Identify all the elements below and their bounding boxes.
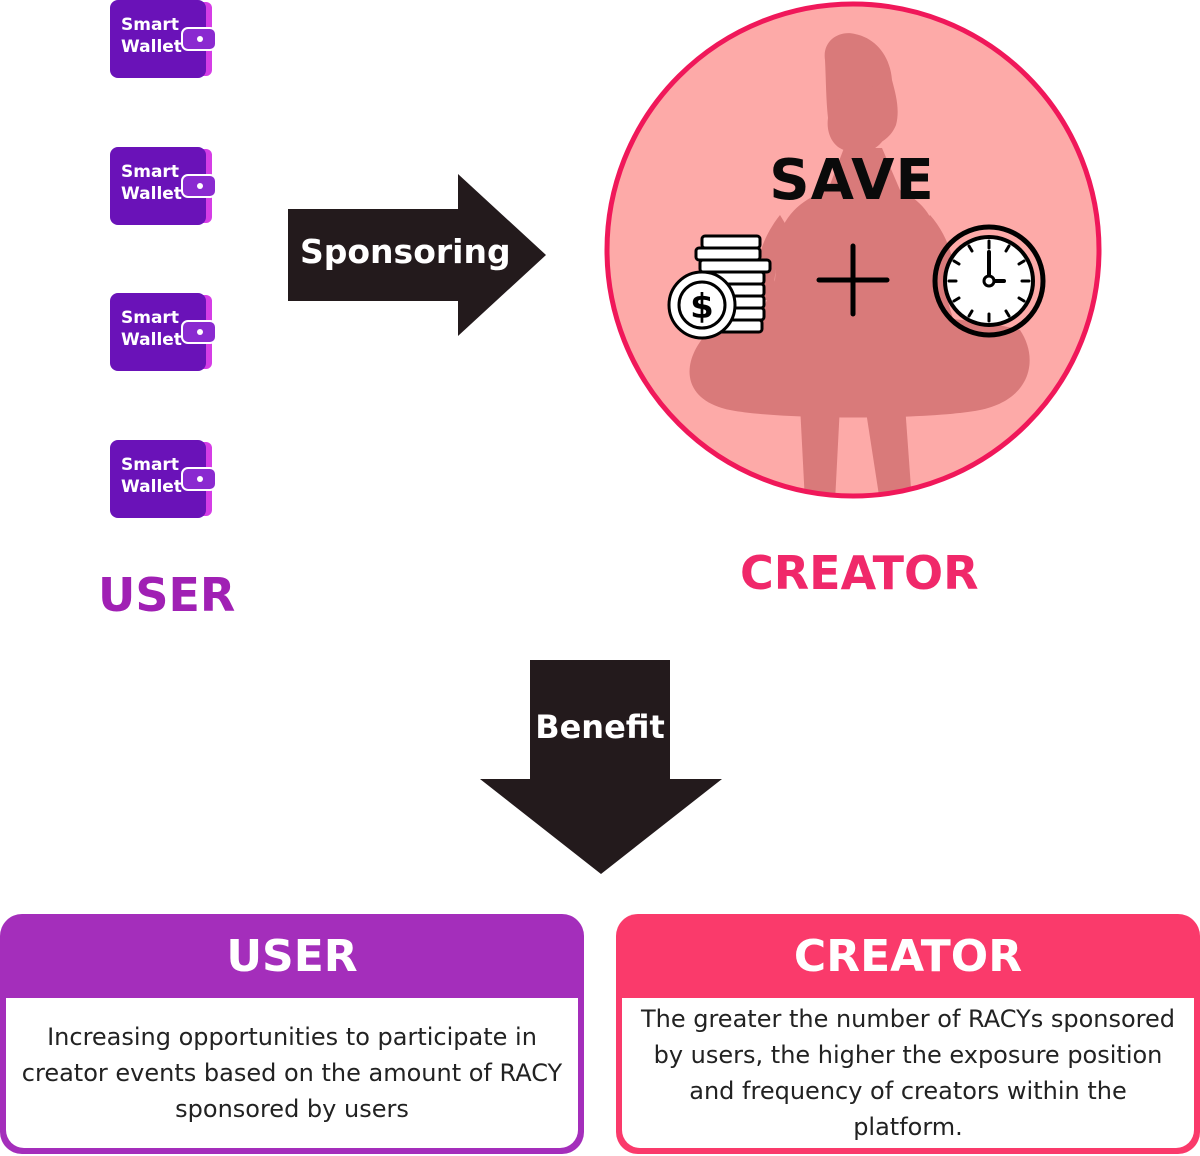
sponsoring-arrow xyxy=(288,174,546,336)
wallet-icon xyxy=(110,440,217,518)
wallet-icon xyxy=(110,147,217,225)
wallet-line2: Wallet xyxy=(121,184,182,204)
creator-card-body: The greater the number of RACYs sponsore… xyxy=(622,998,1194,1148)
wallet-line1: Smart xyxy=(121,455,179,475)
smart-wallet-1: Smart Wallet xyxy=(110,0,220,80)
wallet-line1: Smart xyxy=(121,15,179,35)
creator-circle: $ xyxy=(604,1,1102,499)
benefit-arrow xyxy=(480,660,722,874)
svg-text:$: $ xyxy=(690,287,714,327)
smart-wallet-3: Smart Wallet xyxy=(110,293,220,373)
user-card-body: Increasing opportunities to participate … xyxy=(6,998,578,1148)
plus-icon xyxy=(816,243,890,317)
wallet-line2: Wallet xyxy=(121,37,182,57)
creator-label: CREATOR xyxy=(740,546,979,600)
coins-dollar-icon: $ xyxy=(667,234,772,340)
creator-benefit-card: CREATOR The greater the number of RACYs … xyxy=(616,914,1200,1154)
clock-icon xyxy=(932,224,1046,338)
wallet-icon xyxy=(110,293,217,371)
wallet-icon xyxy=(110,0,217,78)
wallet-line1: Smart xyxy=(121,308,179,328)
sponsoring-label: Sponsoring xyxy=(300,232,511,271)
wallet-line2: Wallet xyxy=(121,477,182,497)
creator-silhouette xyxy=(689,33,1030,496)
user-card-title: USER xyxy=(226,931,358,982)
smart-wallet-4: Smart Wallet xyxy=(110,440,220,520)
save-label: SAVE xyxy=(769,148,935,213)
creator-card-title: CREATOR xyxy=(793,931,1023,982)
user-label: USER xyxy=(98,568,236,622)
smart-wallet-2: Smart Wallet xyxy=(110,147,220,227)
benefit-label: Benefit xyxy=(535,708,665,746)
wallet-line1: Smart xyxy=(121,162,179,182)
wallet-line2: Wallet xyxy=(121,330,182,350)
user-benefit-card: USER Increasing opportunities to partici… xyxy=(0,914,584,1154)
